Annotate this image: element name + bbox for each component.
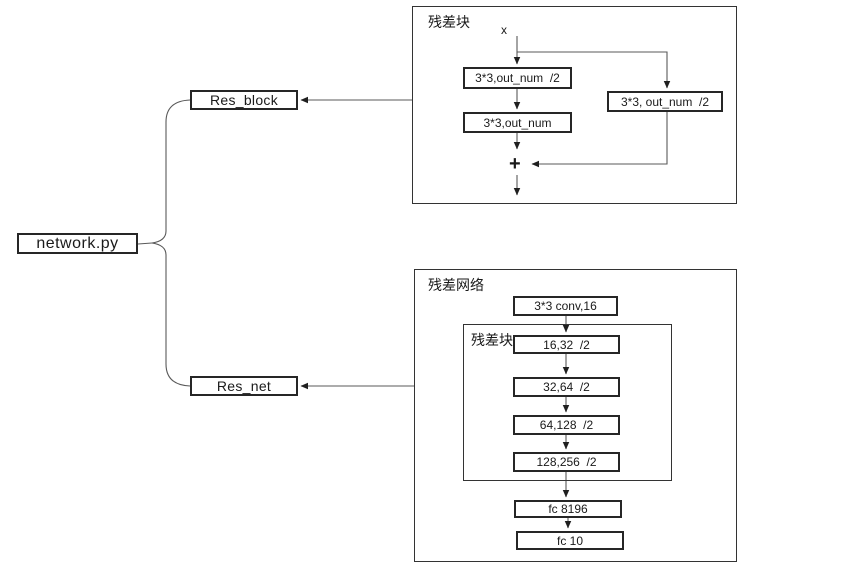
brace-tip-line [137,242,153,245]
network-py-label: network.py [36,234,119,252]
residual-net-panel-title: 残差网络 [428,277,484,293]
wire-shortcut-branch [517,51,671,89]
fc2-label: fc 10 [556,533,583,548]
shortcut-conv-label: 3*3, out_num /2 [620,94,710,109]
res-stage1-label: 16,32 /2 [543,337,590,352]
input-x-label: x [501,23,507,37]
wire-shortcut-to-add [531,112,668,168]
fc1-node: fc 8196 [514,500,622,518]
res-block-box: Res_block [190,90,298,110]
res-stage3-label: 64,128 /2 [539,418,594,432]
brace-connector [151,99,191,387]
conv1-node: 3*3,out_num /2 [463,67,572,89]
residual-block-panel [412,6,737,204]
res-stage2-node: 32,64 /2 [513,377,620,397]
res-blocks-group-title: 残差块 [471,332,513,348]
add-operator: + [509,153,521,175]
conv1-label: 3*3,out_num /2 [475,71,560,85]
fc1-label: fc 8196 [548,502,588,516]
res-blocks-group [463,324,672,481]
network-py-box: network.py [17,233,138,254]
res-stage4-node: 128,256 /2 [513,452,620,472]
fc2-node: fc 10 [516,531,624,550]
res-stage3-node: 64,128 /2 [513,415,620,435]
conv2-node: 3*3,out_num [463,112,572,133]
res-net-box: Res_net [190,376,298,396]
stem-conv-label: 3*3 conv,16 [534,299,597,313]
res-stage2-label: 32,64 /2 [543,380,590,394]
res-block-label: Res_block [209,92,279,108]
res-stage4-label: 128,256 /2 [536,455,597,469]
residual-block-panel-title: 残差块 [428,14,470,30]
res-stage1-node: 16,32 /2 [513,335,620,354]
residual-net-panel [414,269,737,562]
res-net-label: Res_net [216,378,272,394]
shortcut-conv-node: 3*3, out_num /2 [607,91,723,112]
stem-conv-node: 3*3 conv,16 [513,296,618,316]
conv2-label: 3*3,out_num [483,115,552,130]
